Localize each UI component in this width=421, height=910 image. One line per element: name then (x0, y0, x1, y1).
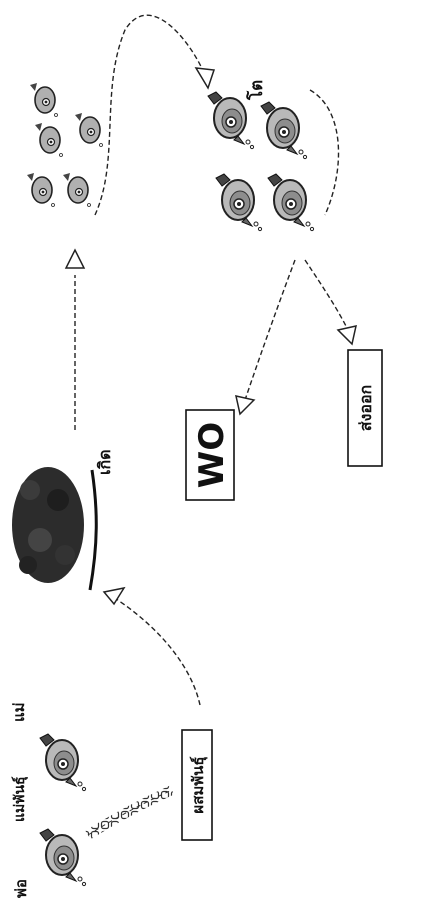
wo-box: WO (185, 409, 235, 501)
adult-fish-cluster (207, 91, 315, 232)
mother-label: แม่ (10, 702, 28, 722)
young-fish-icon (26, 172, 56, 208)
mother-fish-icon (39, 733, 87, 792)
crossbreed-label: ผสมพันธุ์ (189, 756, 208, 813)
adult-fish-icon (215, 173, 263, 232)
young-fish-icon (74, 112, 104, 148)
young-fish-icon (29, 82, 59, 118)
father-fish-icon (39, 828, 87, 887)
young-fish-icon (62, 172, 92, 208)
crossbreed-box: ผสมพันธุ์ (181, 729, 213, 841)
young-fish-icon (34, 122, 64, 158)
eggs-cluster-icon (12, 467, 98, 591)
born-label: เกิด (95, 449, 114, 475)
crossbreed-to-eggs-arrow (106, 589, 206, 707)
parents-to-crossbreed-arrow (85, 785, 175, 840)
wo-label: WO (192, 422, 232, 488)
export-label: ส่งออก (356, 385, 375, 431)
export-box: ส่งออก (347, 349, 383, 467)
young-fish-cluster (26, 82, 104, 208)
father-label: พ่อ (12, 879, 30, 898)
grow-label: โต (246, 80, 267, 101)
adult-fish-icon (267, 173, 315, 232)
adult-fish-icon (260, 101, 308, 160)
parents-label: แม่พันธุ์ (11, 776, 28, 822)
